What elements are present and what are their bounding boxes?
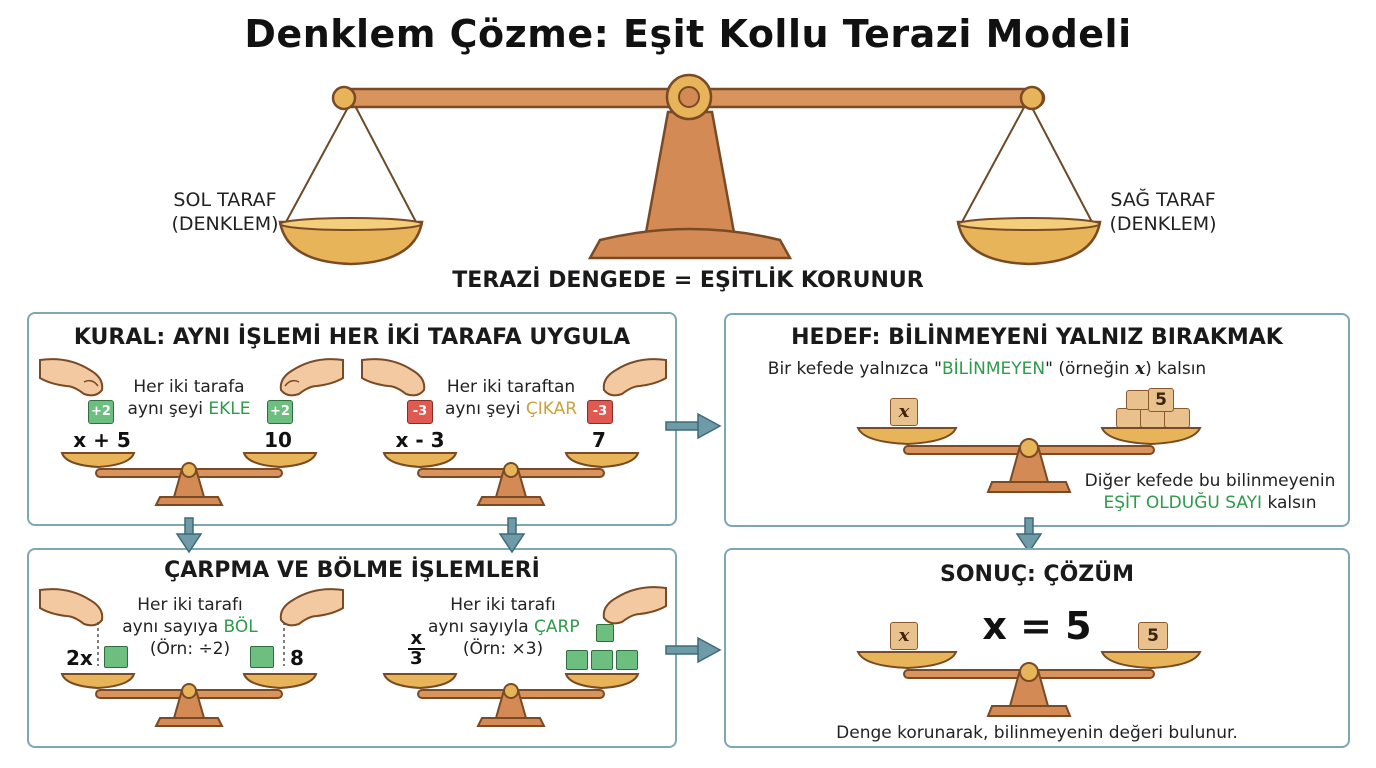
left-side-label-line1: SOL TARAF (173, 189, 277, 211)
result-balance-scale (856, 651, 1202, 717)
subtract-instruction-line1: Her iki taraftan (446, 377, 576, 397)
muldiv-panel-title: ÇARPMA VE BÖLME İŞLEMLERİ (164, 558, 540, 583)
big-balance-scale (278, 73, 1102, 266)
left-expression: x + 5 (73, 428, 131, 452)
subtract-keyword: ÇIKAR (525, 399, 578, 419)
right-arrow-icon (665, 412, 722, 440)
hand-icon (279, 358, 344, 397)
right-side-label-line1: SAĞ TARAF (1110, 189, 1216, 211)
plus-two-block: +2 (267, 400, 293, 424)
divide-instruction: Her iki tarafı aynı sayıya BÖL (Örn: ÷2) (120, 594, 260, 660)
dashed-guide (97, 622, 99, 666)
hand-icon (39, 358, 104, 397)
hand-icon (279, 588, 344, 627)
left-expression: x - 3 (395, 428, 445, 452)
green-cube (250, 646, 274, 668)
subtract-instruction-prefix: aynı şeyi (444, 399, 526, 419)
minus-three-block: -3 (407, 400, 433, 424)
down-arrow-icon (1015, 517, 1043, 554)
left-side-label-line2: (DENKLEM) (171, 213, 279, 235)
rule-panel-title: KURAL: AYNI İŞLEMİ HER İKİ TARAFA UYGULA (73, 325, 631, 350)
subtract-instruction-line2: aynı şeyi ÇIKAR (436, 398, 586, 420)
result-panel (724, 548, 1350, 748)
right-expression: 8 (290, 646, 304, 670)
goal-line1-suffix: " (örneğin (1045, 359, 1135, 379)
goal-panel-title: HEDEF: BİLİNMEYENİ YALNIZ BIRAKMAK (791, 325, 1283, 350)
right-side-label-line2: (DENKLEM) (1109, 213, 1217, 235)
add-instruction-line1: Her iki tarafa (133, 377, 245, 397)
add-instruction: Her iki tarafa aynı şeyi EKLE (118, 376, 260, 420)
add-instruction-line2: aynı şeyi EKLE (118, 398, 260, 420)
plus-two-block: +2 (88, 400, 114, 424)
balance-note: TERAZİ DENGEDE = EŞİTLİK KORUNUR (452, 268, 924, 293)
multiply-instruction-example: (Örn: ×3) (462, 639, 544, 659)
green-cube (104, 646, 128, 668)
green-cube (596, 624, 614, 642)
number-block (1126, 390, 1150, 410)
goal-line3-suffix: kalsın (1262, 493, 1317, 513)
divide-instruction-example: (Örn: ÷2) (149, 639, 231, 659)
number-five-block: 5 (1138, 622, 1168, 650)
number-five-block: 5 (1148, 388, 1174, 412)
left-expression: 2x (66, 646, 93, 670)
fraction-numerator: x (408, 630, 425, 650)
goal-line1-keyword: BİLİNMEYEN (941, 359, 1046, 379)
small-balance-scale (60, 673, 318, 727)
goal-instruction-line2: Diğer kefede bu bilinmeyenin EŞİT OLDUĞU… (1070, 470, 1350, 514)
multiply-instruction: Her iki tarafı aynı sayıyla ÇARP (Örn: ×… (428, 594, 580, 660)
goal-line3: EŞİT OLDUĞU SAYI kalsın (1070, 492, 1350, 514)
multiply-keyword: ÇARP (534, 617, 580, 637)
multiply-instruction-line2: aynı sayıyla ÇARP (428, 616, 580, 638)
fraction-denominator: 3 (410, 648, 423, 669)
green-cube (566, 650, 588, 670)
goal-instruction-line1: Bir kefede yalnızca "BİLİNMEYEN" (örneği… (724, 358, 1250, 380)
small-balance-scale (382, 452, 640, 506)
minus-three-block: -3 (587, 400, 613, 424)
hand-icon (602, 586, 667, 625)
green-cube (616, 650, 638, 670)
hand-icon (361, 358, 426, 397)
divide-keyword: BÖL (223, 617, 258, 637)
right-expression: 7 (592, 428, 606, 452)
dashed-guide (283, 622, 285, 666)
right-arrow-icon (665, 636, 722, 664)
small-balance-scale (60, 452, 318, 506)
goal-line1-prefix: Bir kefede yalnızca " (767, 359, 942, 379)
down-arrow-icon (498, 517, 526, 554)
down-arrow-icon (175, 517, 203, 554)
fraction-expression: x 3 (408, 630, 425, 668)
goal-line1-var: x (1134, 359, 1146, 379)
goal-balance-scale (856, 427, 1202, 493)
goal-line2: Diğer kefede bu bilinmeyenin (1084, 471, 1336, 491)
small-balance-scale (382, 673, 640, 727)
divide-instruction-line2: aynı sayıya BÖL (120, 616, 260, 638)
page-title: Denklem Çözme: Eşit Kollu Terazi Modeli (244, 12, 1132, 56)
left-side-label: SOL TARAF (DENKLEM) (160, 188, 290, 236)
divide-instruction-prefix: aynı sayıya (122, 617, 224, 637)
goal-line1-end: ) kalsın (1145, 359, 1207, 379)
hand-icon (39, 588, 104, 627)
x-block: x (890, 622, 918, 650)
solution-expression: x = 5 (982, 604, 1092, 648)
add-instruction-prefix: aynı şeyi (127, 399, 209, 419)
subtract-instruction: Her iki taraftan aynı şeyi ÇIKAR (436, 376, 586, 420)
multiply-instruction-line1: Her iki tarafı (450, 595, 556, 615)
result-footer: Denge korunarak, bilinmeyenin değeri bul… (836, 723, 1238, 743)
hand-icon (602, 358, 667, 397)
green-cube (591, 650, 613, 670)
result-panel-title: SONUÇ: ÇÖZÜM (940, 562, 1134, 587)
add-keyword: EKLE (208, 399, 251, 419)
divide-instruction-line1: Her iki tarafı (137, 595, 243, 615)
multiply-instruction-prefix: aynı sayıyla (428, 617, 535, 637)
muldiv-panel (27, 548, 677, 748)
x-block: x (890, 398, 918, 426)
right-expression: 10 (264, 428, 292, 452)
rule-panel (27, 312, 677, 526)
goal-line3-keyword: EŞİT OLDUĞU SAYI (1103, 493, 1263, 513)
right-side-label: SAĞ TARAF (DENKLEM) (1098, 188, 1228, 236)
